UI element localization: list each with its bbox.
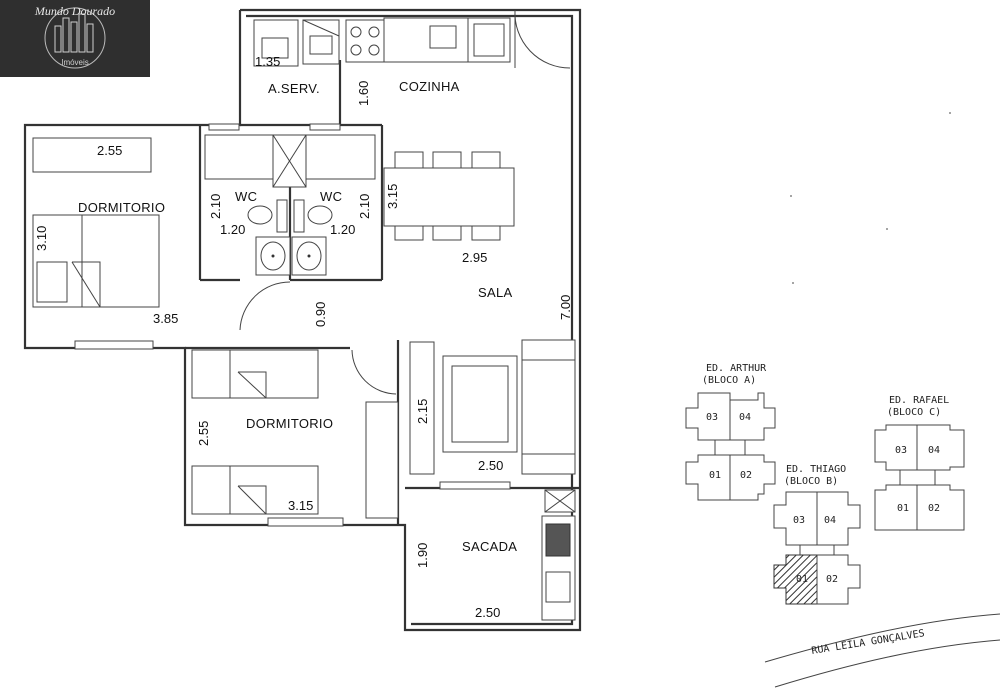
room-label-sacada: SACADA [462,539,517,554]
skyline-icon [44,7,106,69]
dim-2-55-a: 2.55 [97,143,122,158]
bloco-b-name: ED. THIAGO [786,464,846,475]
dim-1-35: 1.35 [255,54,280,69]
room-label-dormitorio-2: DORMITORIO [246,416,333,431]
dim-2-10-b: 2.10 [357,194,372,219]
bloco-c-unit-02: 02 [928,503,940,514]
room-labels: A.SERV. COZINHA DORMITORIO WC WC SALA DO… [78,79,517,554]
bloco-a-label: (BLOCO A) [702,375,756,386]
bloco-c-unit-04: 04 [928,445,940,456]
dim-1-20-b: 1.20 [330,222,355,237]
bathroom-fixtures [204,134,376,276]
windows [74,123,511,527]
room-label-a-serv: A.SERV. [268,81,320,96]
bloco-b-unit-01: 01 [796,574,808,585]
dim-2-10-a: 2.10 [208,194,223,219]
site-bloco-c: ED. RAFAEL (BLOCO C) 03 04 01 02 [874,395,965,531]
bedroom-1-furniture [32,137,160,308]
logo-subtitle: Imóveis [61,58,89,67]
site-bloco-b: ED. THIAGO (BLOCO B) 03 04 01 02 [773,464,861,605]
room-label-wc-1: WC [235,189,257,204]
dim-1-90: 1.90 [415,543,430,568]
bloco-a-unit-02: 02 [740,470,752,481]
dim-1-60: 1.60 [356,81,371,106]
bloco-c-name: ED. RAFAEL [889,395,949,406]
balcony-fixtures [541,489,576,621]
outer-walls [23,8,582,632]
dim-3-15-b: 3.15 [288,498,313,513]
dim-3-10: 3.10 [34,226,49,251]
bloco-c-label: (BLOCO C) [887,407,941,418]
street: RUA LEILA GONÇALVES [764,613,1000,688]
dim-0-90: 0.90 [313,302,328,327]
company-logo: Mundo Dourado Imóveis [0,0,150,77]
room-label-dormitorio-1: DORMITORIO [78,200,165,215]
bloco-a-unit-03: 03 [706,412,718,423]
dim-2-55-b: 2.55 [196,421,211,446]
dim-7-00: 7.00 [558,295,573,320]
bloco-c-unit-01: 01 [897,503,909,514]
living-furniture [409,339,576,475]
bloco-c-unit-03: 03 [895,445,907,456]
bloco-a-name: ED. ARTHUR [706,363,767,374]
room-label-cozinha: COZINHA [399,79,460,94]
dim-3-85: 3.85 [153,311,178,326]
logo-name: Mundo Dourado [34,4,116,18]
bloco-b-unit-04: 04 [824,515,836,526]
bloco-b-unit-02: 02 [826,574,838,585]
site-bloco-a: ED. ARTHUR (BLOCO A) 03 04 01 02 [685,363,776,501]
dim-2-95: 2.95 [462,250,487,265]
dimension-labels: 1.35 1.60 2.55 3.10 3.85 2.10 2.10 1.20 … [34,54,573,620]
room-label-wc-2: WC [320,189,342,204]
kitchen-fixtures [253,17,511,67]
dim-2-50-b: 2.50 [475,605,500,620]
bedroom-2-furniture [191,349,399,519]
room-label-sala: SALA [478,285,512,300]
door-swings [239,9,571,395]
bloco-a-unit-01: 01 [709,470,721,481]
bloco-a-unit-04: 04 [739,412,751,423]
dim-1-20-a: 1.20 [220,222,245,237]
dining-table [383,151,515,241]
bloco-b-unit-03: 03 [793,515,805,526]
dim-3-15-a: 3.15 [385,184,400,209]
dim-2-15: 2.15 [415,399,430,424]
dim-2-50-a: 2.50 [478,458,503,473]
artifact-dots [790,112,951,284]
bloco-b-label: (BLOCO B) [784,476,838,487]
